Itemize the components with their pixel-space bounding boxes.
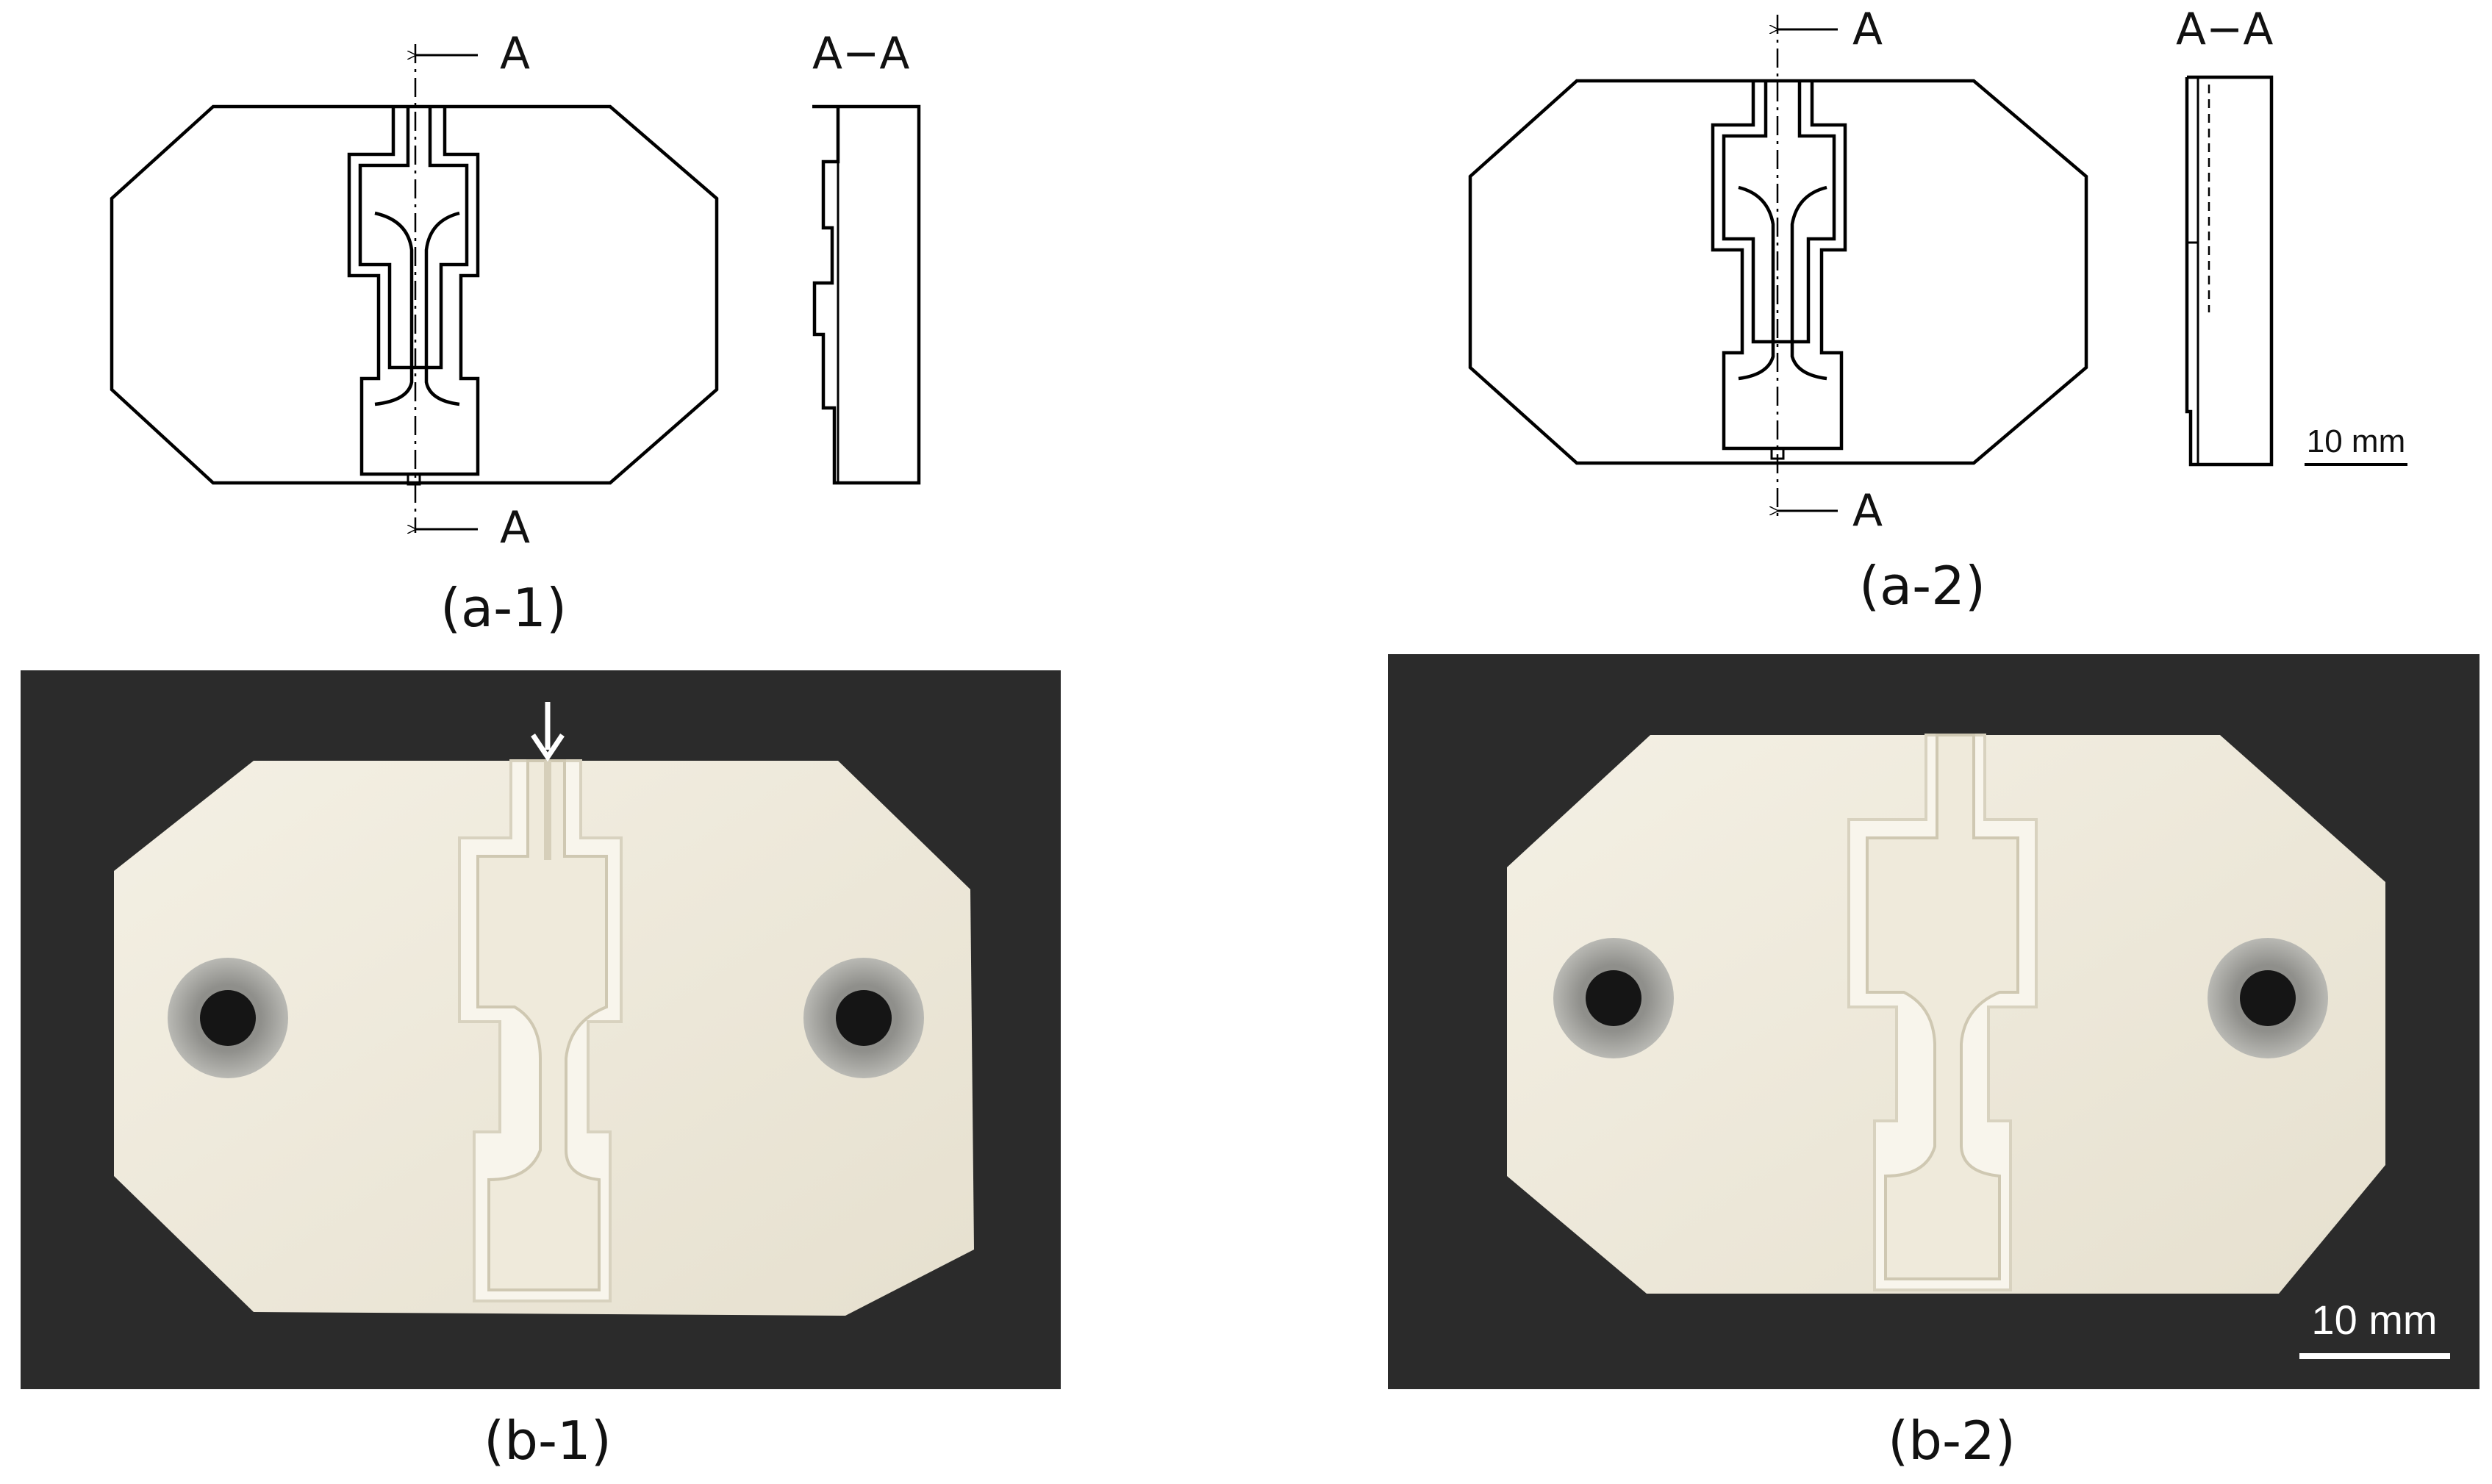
a2-scale-bar-label: 10 mm [2307, 423, 2405, 459]
b2-panel-label: (b-2) [1888, 1410, 2016, 1472]
a1-specimen-neck [374, 211, 460, 406]
a2-section-mark-top: A [1852, 4, 1883, 55]
a1-bottom-gate [407, 473, 421, 486]
a1-section-view-label: A−A [812, 28, 909, 79]
panel-b1-photo: (b-1) [21, 670, 1061, 1472]
b2-hole-left [1586, 970, 1641, 1026]
a2-section-view-label: A−A [2176, 4, 2273, 55]
b1-channel-slot [544, 761, 551, 860]
b1-gate-arrow-head [531, 734, 565, 762]
a2-specimen-neck [1738, 185, 1827, 381]
a1-plate-outline [110, 104, 719, 485]
a2-section-mark-bottom: A [1852, 485, 1883, 537]
b2-channel-cavity [1866, 734, 2019, 1280]
b2-hole-right [2240, 970, 2296, 1026]
a2-plate-outline [1468, 79, 2088, 465]
panel-a2-drawing: A A A−A 10 mm (a-2) [1468, 4, 2407, 617]
a1-cavity-inner [358, 107, 469, 370]
panel-b2-photo: 10 mm (b-2) [1388, 654, 2480, 1472]
a1-section-mark-bottom: A [500, 502, 530, 553]
b1-channel-cavity [476, 759, 608, 1291]
b1-panel-label: (b-1) [484, 1410, 612, 1472]
a1-panel-label: (a-1) [440, 577, 567, 639]
b2-scale-bar-label: 10 mm [2311, 1297, 2437, 1343]
a2-section-view [2185, 75, 2274, 467]
a1-section-mark-top: A [500, 28, 530, 79]
a2-cavity-inner [1722, 81, 1836, 344]
a1-cavity-outer [347, 107, 480, 476]
b1-hole-left [200, 990, 256, 1046]
a1-section-view [812, 104, 921, 485]
panel-a1-drawing: A A A−A (a-1) [110, 28, 921, 639]
b1-hole-right [836, 990, 892, 1046]
a2-panel-label: (a-2) [1859, 555, 1986, 617]
